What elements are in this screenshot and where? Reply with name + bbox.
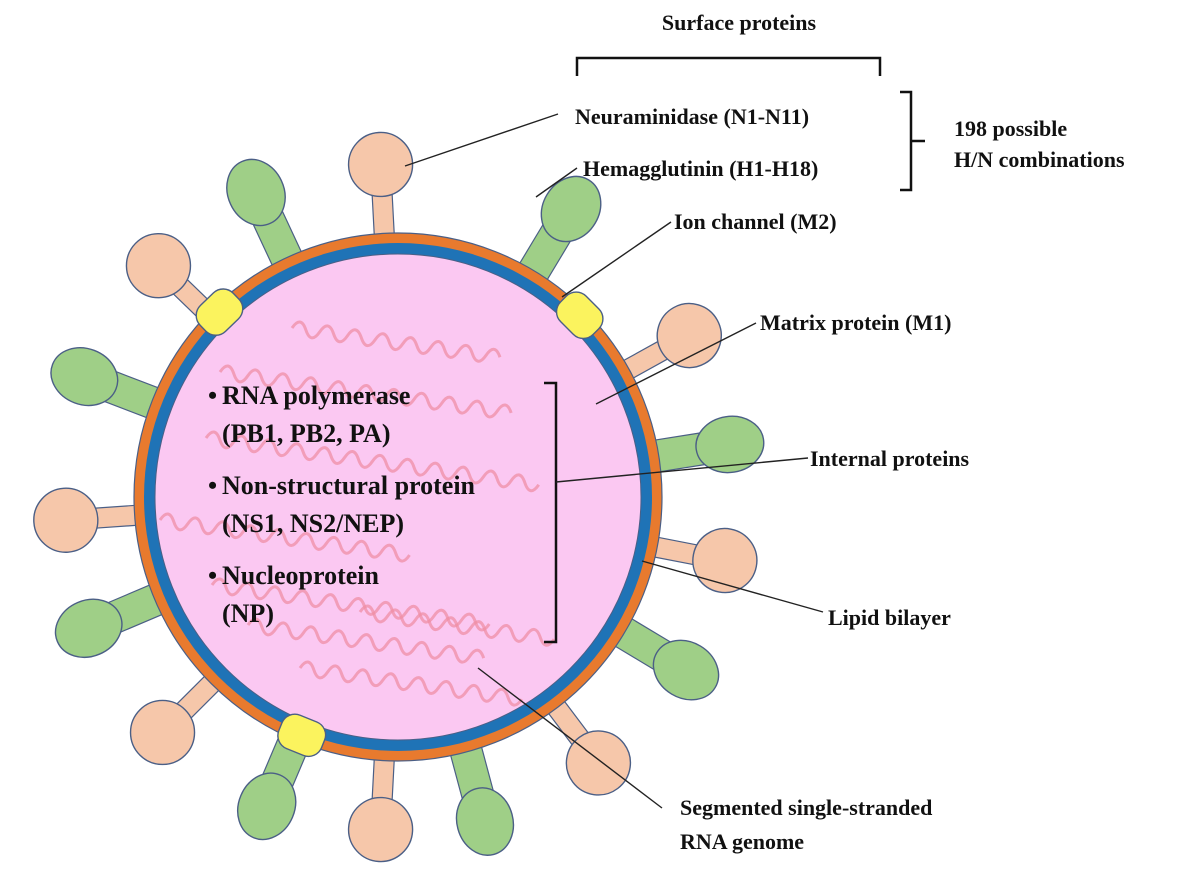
lipid-bilayer-leader [641,560,824,613]
rna-segment [158,512,411,563]
hn-combinations-bracket [900,90,925,192]
list-item-bullet: • [208,471,217,500]
viral-core [154,253,642,741]
list-item-rna-polymerase: RNA polymerase [222,381,410,410]
rna-segment [246,617,486,664]
neuraminidase-spike [347,131,414,244]
list-item-non-structural-subunits: (NS1, NS2/NEP) [222,509,404,538]
hemagglutinin-label: Hemagglutinin (H1-H18) [583,156,818,181]
ion-channel-m2 [555,291,604,340]
ion-channel-leader [561,221,672,298]
surface-proteins-bracket [575,56,882,76]
internal-proteins-leader [555,457,809,483]
matrix-protein-leader [595,322,757,405]
rna-segment [210,577,491,632]
rna-segment [290,320,502,363]
matrix-protein-label: Matrix protein (M1) [760,310,951,335]
internal-proteins-bracket [544,381,558,644]
ion-channel-m2 [195,288,244,336]
neuraminidase-spike [347,750,414,863]
rna-genome-leader [477,667,663,809]
combinations-label-line1: 198 possible [954,116,1067,141]
rna-genome-label-line1: Segmented single-stranded [680,795,932,820]
neuraminidase-spike [33,487,145,553]
hemagglutinin-spike [647,415,765,474]
surface-proteins-label: Surface proteins [662,10,817,35]
hemagglutinin-spike [448,739,515,856]
list-item-nucleoprotein-abbrev: (NP) [222,599,274,628]
list-item-non-structural-protein: Non-structural protein [222,471,476,500]
neuraminidase-leader [404,113,559,167]
hemagglutinin-leader [535,167,578,198]
list-item-rna-polymerase-subunits: (PB1, PB2, PA) [222,419,391,448]
ion-channel-m2 [277,713,327,758]
internal-protein-list: • RNA polymerase (PB1, PB2, PA) • Non-st… [208,381,476,628]
list-item-bullet: • [208,561,217,590]
list-item-bullet: • [208,381,217,410]
ion-channel-label: Ion channel (M2) [674,209,837,234]
combinations-label-line2: H/N combinations [954,147,1125,172]
rna-genome-segments [158,320,556,707]
rna-segment [218,364,513,419]
ion-channels [195,288,604,758]
list-item-nucleoprotein: Nucleoprotein [222,561,379,590]
internal-proteins-label: Internal proteins [810,446,970,471]
rna-segment [358,604,556,647]
neuraminidase-label: Neuraminidase (N1-N11) [575,104,809,129]
rna-genome-label-line2: RNA genome [680,829,804,854]
rna-segment [204,430,540,493]
rna-segment [298,660,524,707]
surface-spikes [33,131,765,863]
lipid-bilayer-label: Lipid bilayer [828,605,951,630]
hemagglutinin-spike [516,175,602,287]
